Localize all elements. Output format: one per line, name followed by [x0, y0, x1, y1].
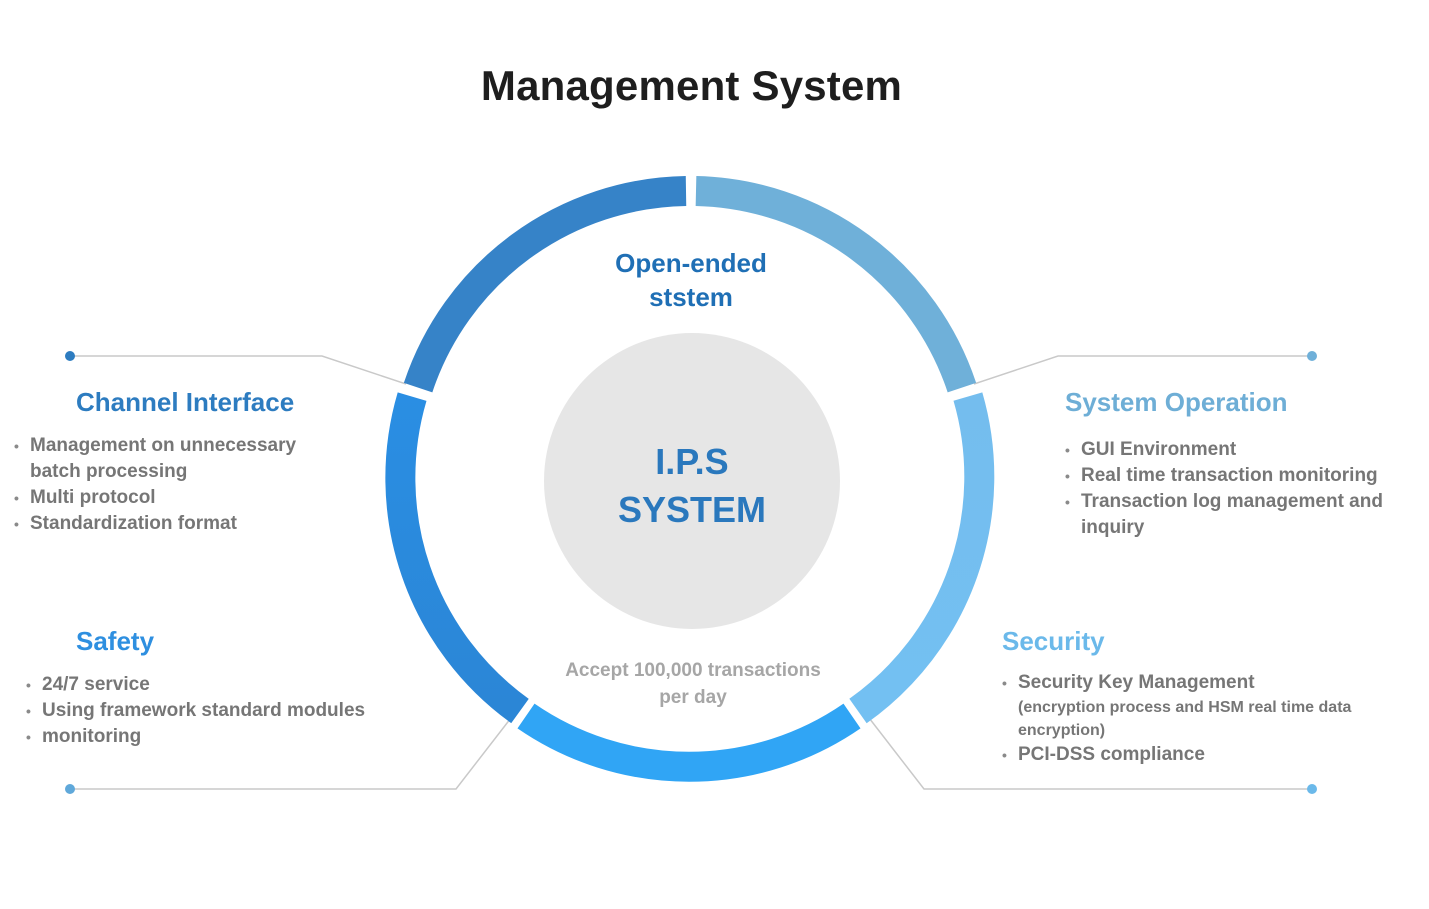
channel-interface-list: Management on unnecessary batch processi… — [14, 433, 344, 537]
system-operation-block: System Operation GUI Environment Real ti… — [1065, 385, 1415, 541]
list-item-subtext: (encryption process and HSM real time da… — [1018, 699, 1352, 716]
segment-label-top: Open-ended ststem — [540, 246, 842, 314]
connector-channel — [70, 355, 407, 385]
connector-dots — [65, 351, 1317, 794]
list-item: Using framework standard modules — [26, 698, 406, 724]
segment-label-bottom-line2: per day — [659, 687, 727, 708]
list-item-line: monitoring — [42, 726, 142, 747]
list-item: Real time transaction monitoring — [1065, 463, 1415, 489]
list-item: 24/7 service — [26, 672, 406, 698]
list-item: PCI-DSS compliance — [1002, 742, 1392, 768]
ring-segment-top-right — [695, 176, 977, 393]
list-item-line: Management on unnecessary — [30, 435, 297, 456]
ring-segment-top-left — [403, 176, 687, 393]
system-operation-heading: System Operation — [1065, 387, 1288, 417]
list-item: GUI Environment — [1065, 437, 1415, 463]
list-item-line: GUI Environment — [1081, 439, 1237, 460]
page-title: Management System — [480, 62, 903, 109]
ring-segment-right — [849, 392, 995, 724]
list-item-line: Transaction log management and — [1081, 491, 1383, 512]
segment-label-bottom-line1: Accept 100,000 transactions — [565, 660, 821, 681]
list-item: Transaction log management and inquiry — [1065, 489, 1415, 541]
list-item-line: Security Key Management — [1018, 672, 1255, 693]
system-operation-list: GUI Environment Real time transaction mo… — [1065, 437, 1415, 541]
center-label: I.P.S SYSTEM — [544, 438, 840, 534]
list-item-line: PCI-DSS compliance — [1018, 744, 1205, 765]
dot-system-operation — [1307, 351, 1317, 361]
list-item: Management on unnecessary batch processi… — [14, 433, 344, 485]
list-item: Security Key Management (encryption proc… — [1002, 670, 1392, 742]
dot-security — [1307, 784, 1317, 794]
segment-label-bottom: Accept 100,000 transactions per day — [540, 657, 846, 711]
security-list: Security Key Management (encryption proc… — [1002, 670, 1392, 768]
list-item-line: Multi protocol — [30, 487, 156, 508]
safety-block: Safety 24/7 service Using framework stan… — [26, 624, 406, 750]
connector-security — [865, 713, 1312, 790]
list-item-subtext: encryption) — [1018, 722, 1106, 739]
list-item-line: Standardization format — [30, 513, 237, 534]
safety-list: 24/7 service Using framework standard mo… — [26, 672, 406, 750]
dot-channel — [65, 351, 75, 361]
dot-safety — [65, 784, 75, 794]
ring-segments — [385, 176, 995, 782]
list-item-line: Real time transaction monitoring — [1081, 465, 1378, 486]
safety-heading: Safety — [76, 626, 155, 656]
connector-lines — [70, 355, 1312, 790]
list-item-line: 24/7 service — [42, 674, 150, 695]
list-item: monitoring — [26, 724, 406, 750]
center-label-line2: SYSTEM — [617, 489, 767, 530]
connector-system-operation — [973, 355, 1312, 385]
center-label-line1: I.P.S — [655, 441, 729, 482]
ring-segment-left — [385, 392, 529, 724]
segment-label-top-line2: ststem — [649, 282, 733, 312]
security-heading: Security — [1002, 626, 1105, 656]
channel-interface-block: Channel Interface Management on unnecess… — [14, 385, 344, 537]
channel-interface-heading: Channel Interface — [76, 387, 295, 417]
list-item-line: batch processing — [30, 461, 188, 482]
segment-label-top-line1: Open-ended — [615, 248, 767, 278]
connector-safety — [70, 713, 515, 790]
list-item-line: Using framework standard modules — [42, 700, 366, 721]
security-block: Security Security Key Management (encryp… — [1002, 624, 1392, 768]
list-item: Multi protocol — [14, 485, 344, 511]
center-circle — [544, 333, 840, 629]
ring-segment-bottom — [517, 703, 861, 782]
list-item: Standardization format — [14, 511, 344, 537]
list-item-line: inquiry — [1081, 517, 1145, 538]
